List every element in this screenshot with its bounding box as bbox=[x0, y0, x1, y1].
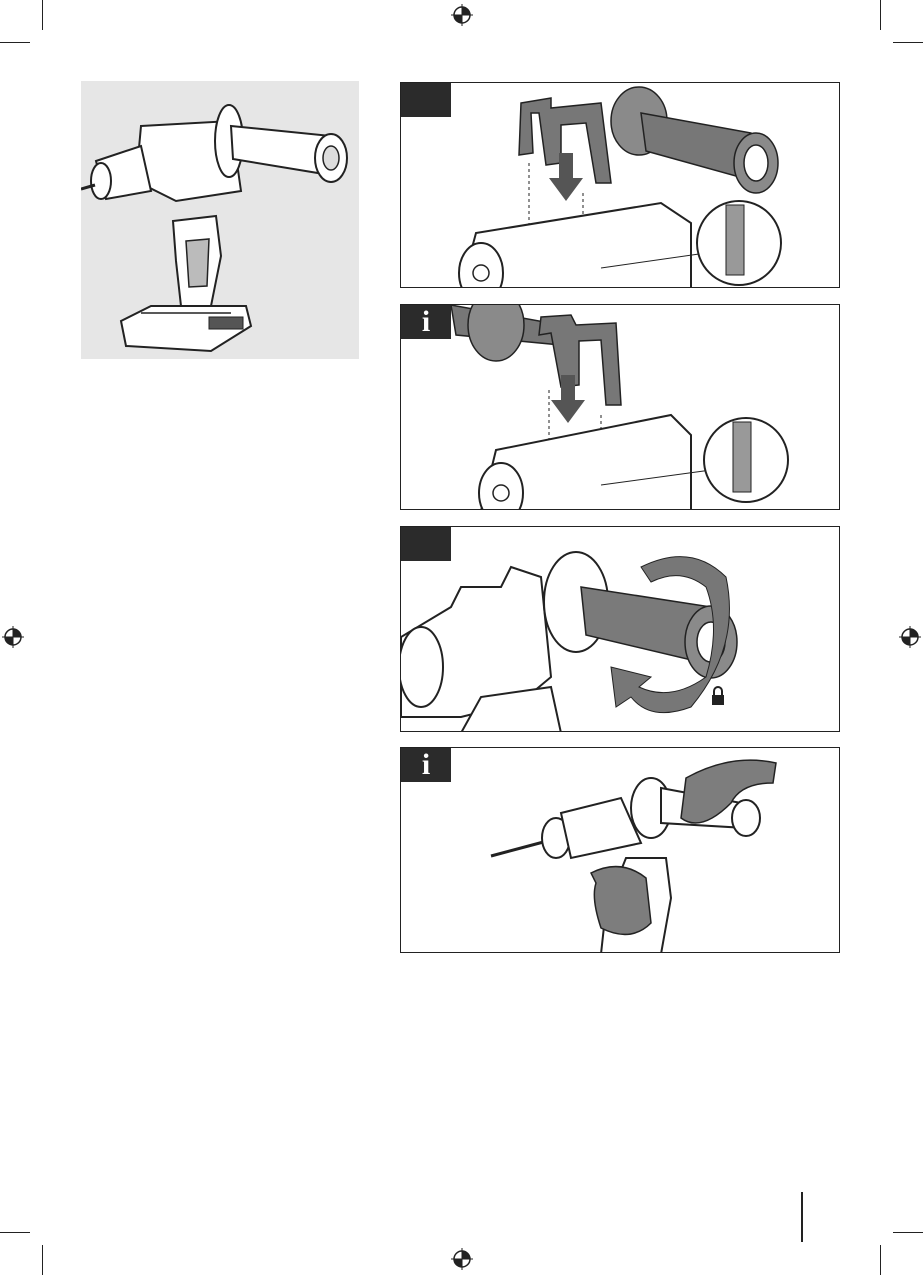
drill-with-side-handle-drawing bbox=[81, 81, 359, 359]
rotate-lock-drawing bbox=[401, 527, 840, 732]
crop-mark-bottom-left-v bbox=[42, 1245, 43, 1275]
two-hand-operation-drawing bbox=[401, 748, 840, 953]
step-panel-rotate-lock bbox=[400, 526, 840, 732]
registration-mark-icon bbox=[899, 626, 921, 648]
registration-mark-icon bbox=[2, 626, 24, 648]
attach-handle-alt-drawing bbox=[401, 305, 840, 510]
crop-mark-top-left-v bbox=[42, 0, 43, 30]
crop-mark-top-right-h bbox=[893, 42, 923, 43]
crop-mark-bottom-left-h bbox=[0, 1232, 30, 1233]
step-panel-two-hand-operation: i bbox=[400, 747, 840, 953]
overview-illustration bbox=[81, 81, 359, 359]
crop-mark-bottom-right-h bbox=[893, 1232, 923, 1233]
crop-mark-top-right-v bbox=[880, 0, 881, 30]
page-edge-bar bbox=[801, 1192, 803, 1242]
attach-handle-drawing bbox=[401, 83, 840, 288]
step-panel-attach-handle bbox=[400, 82, 840, 288]
registration-mark-icon bbox=[451, 4, 473, 26]
crop-mark-top-left-h bbox=[0, 42, 30, 43]
step-panel-attach-handle-alt: i bbox=[400, 304, 840, 510]
lock-icon bbox=[712, 687, 724, 705]
crop-mark-bottom-right-v bbox=[880, 1245, 881, 1275]
registration-mark-icon bbox=[451, 1248, 473, 1270]
arrow-down-icon bbox=[551, 375, 585, 423]
